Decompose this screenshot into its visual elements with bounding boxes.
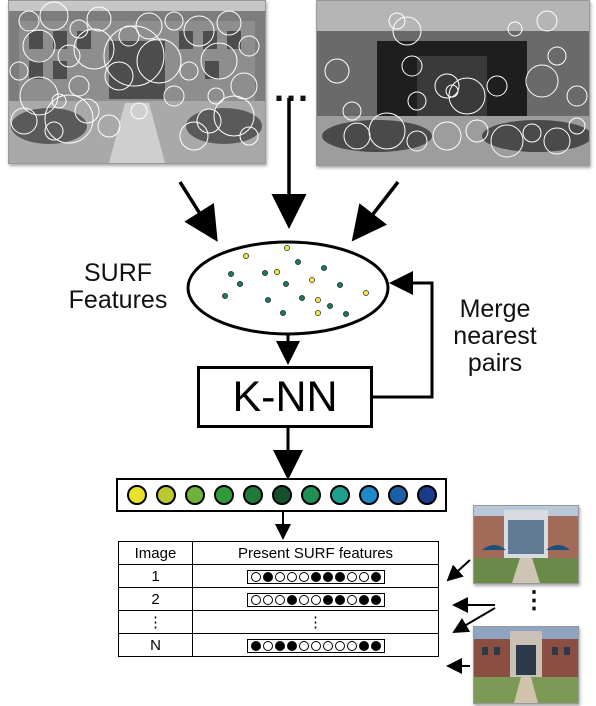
feature-present-dot bbox=[286, 640, 297, 651]
right-ellipsis: ⋮ bbox=[522, 587, 546, 614]
feature-absent-dot bbox=[286, 571, 297, 582]
table-row: ⋮ ⋮ bbox=[118, 610, 439, 634]
table-header-row: Image Present SURF features bbox=[118, 541, 439, 565]
photo-right-svg bbox=[317, 1, 589, 165]
vocabulary-word-circle bbox=[242, 485, 263, 505]
feature-absent-dot bbox=[262, 640, 273, 651]
feature-absent-dot bbox=[298, 594, 309, 605]
feature-present-dot bbox=[370, 594, 381, 605]
feature-absent-dot bbox=[346, 640, 357, 651]
photo-right-with-keypoints bbox=[316, 0, 590, 166]
arrow-photo1-to-row1 bbox=[446, 559, 471, 582]
feature-present-dot bbox=[370, 640, 381, 651]
photo-left-with-keypoints bbox=[8, 0, 266, 164]
surf-features-label: SURF Features bbox=[68, 259, 168, 314]
feature-dots bbox=[246, 638, 385, 653]
feature-present-dot bbox=[358, 594, 369, 605]
feature-absent-dot bbox=[346, 571, 357, 582]
feature-present-dot bbox=[250, 640, 261, 651]
vocabulary-word-circle bbox=[329, 485, 350, 505]
feature-present-dot bbox=[322, 571, 333, 582]
visual-vocabulary-bar bbox=[116, 478, 447, 512]
feature-present-dot bbox=[334, 571, 345, 582]
knn-box: K-NN bbox=[197, 366, 373, 428]
row-image-id: N bbox=[118, 633, 193, 657]
feature-absent-dot bbox=[310, 594, 321, 605]
vocabulary-word-circle bbox=[300, 485, 321, 505]
vocabulary-word-circle bbox=[387, 485, 408, 505]
feature-absent-dot bbox=[262, 594, 273, 605]
arrow-left-to-features bbox=[178, 181, 218, 242]
header-image: Image bbox=[118, 541, 193, 565]
row-feature-pattern bbox=[192, 564, 439, 588]
feature-absent-dot bbox=[250, 594, 261, 605]
vocabulary-word-circle bbox=[155, 485, 176, 505]
feature-present-dot bbox=[358, 640, 369, 651]
knn-label: K-NN bbox=[232, 372, 338, 421]
table-row: 1 bbox=[118, 564, 439, 588]
row-image-id: ⋮ bbox=[118, 610, 193, 634]
feature-table: Image Present SURF features 1 2 ⋮ ⋮ N bbox=[118, 541, 439, 657]
feature-absent-dot bbox=[298, 571, 309, 582]
photo-building-1 bbox=[473, 505, 579, 584]
feature-absent-dot bbox=[310, 640, 321, 651]
feature-absent-dot bbox=[334, 640, 345, 651]
feature-absent-dot bbox=[298, 640, 309, 651]
feature-present-dot bbox=[274, 640, 285, 651]
feature-dots bbox=[246, 569, 385, 584]
vocabulary-word-circle bbox=[213, 485, 234, 505]
vocabulary-word-circle bbox=[358, 485, 379, 505]
vocabulary-word-circle bbox=[271, 485, 292, 505]
merge-feedback-loop bbox=[373, 271, 434, 399]
feature-absent-dot bbox=[274, 571, 285, 582]
feature-present-dot bbox=[334, 594, 345, 605]
feature-present-dot bbox=[286, 594, 297, 605]
feature-absent-dot bbox=[346, 594, 357, 605]
table-row: N bbox=[118, 633, 439, 657]
arrow-right-to-features bbox=[351, 180, 400, 242]
surf-features-ellipse bbox=[186, 240, 390, 336]
feature-absent-dot bbox=[358, 571, 369, 582]
feature-dots bbox=[246, 592, 385, 607]
row-feature-pattern bbox=[192, 587, 439, 611]
feature-absent-dot bbox=[274, 594, 285, 605]
photo-left-svg bbox=[9, 1, 265, 163]
photo-building-2-svg bbox=[474, 627, 578, 703]
row-image-id: 2 bbox=[118, 587, 193, 611]
feature-present-dot bbox=[370, 571, 381, 582]
row-feature-pattern bbox=[192, 633, 439, 657]
table-row: 2 bbox=[118, 587, 439, 611]
header-features: Present SURF features bbox=[192, 541, 439, 565]
photo-building-1-svg bbox=[474, 506, 578, 583]
feature-present-dot bbox=[262, 571, 273, 582]
photo-building-2 bbox=[473, 626, 579, 704]
feature-absent-dot bbox=[322, 640, 333, 651]
feature-present-dot bbox=[310, 571, 321, 582]
row-image-id: 1 bbox=[118, 564, 193, 588]
vocabulary-word-circle bbox=[184, 485, 205, 505]
arrow-photos-to-rowdots bbox=[452, 607, 496, 634]
feature-absent-dot bbox=[250, 571, 261, 582]
vocabulary-word-circle bbox=[416, 485, 437, 505]
feature-present-dot bbox=[322, 594, 333, 605]
merge-nearest-pairs-label: Merge nearest pairs bbox=[453, 295, 537, 377]
row-feature-pattern: ⋮ bbox=[192, 610, 439, 634]
top-ellipsis: ... bbox=[273, 68, 310, 109]
vocabulary-word-circle bbox=[126, 485, 147, 505]
